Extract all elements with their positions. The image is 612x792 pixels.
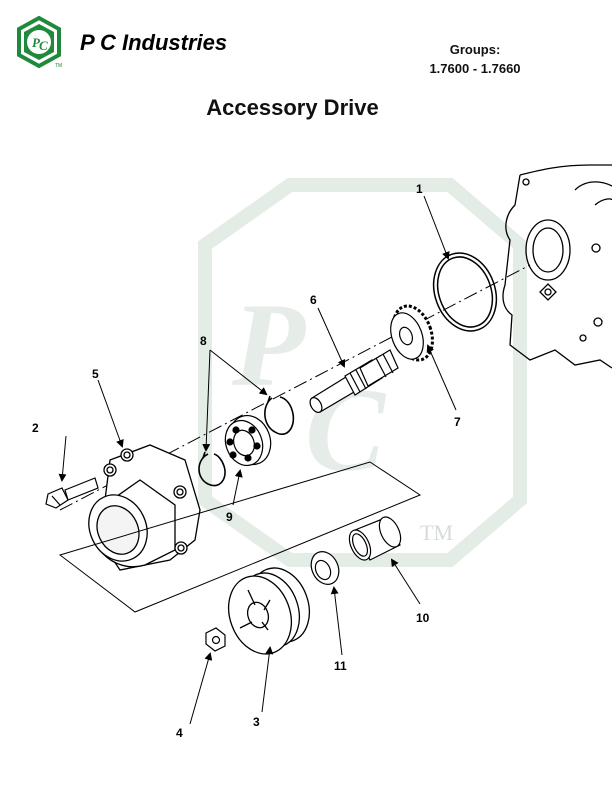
svg-text:TM: TM	[55, 63, 62, 68]
drive-housing	[88, 444, 201, 571]
page-title: Accessory Drive	[206, 95, 379, 120]
ball-bearing	[224, 414, 272, 467]
callout-2: 2	[32, 421, 39, 435]
leader-lines	[58, 195, 457, 725]
svg-text:P: P	[231, 278, 307, 411]
sleeve-bushing	[348, 516, 402, 561]
callout-11: 11	[334, 659, 347, 673]
subassembly-bracket	[58, 461, 422, 613]
callout-6: 6	[310, 293, 317, 307]
callout-7: 7	[454, 415, 461, 429]
drive-pulley	[228, 567, 310, 655]
callout-3: 3	[253, 715, 260, 729]
callout-8: 8	[200, 334, 207, 348]
callout-1: 1	[416, 182, 423, 196]
groups-info: Groups: 1.7600 - 1.7660	[400, 40, 550, 78]
pc-industries-logo: P C TM	[17, 16, 62, 68]
engine-housing	[502, 164, 612, 369]
groups-label: Groups:	[449, 42, 501, 57]
callout-10: 10	[416, 611, 430, 625]
svg-text:P: P	[32, 35, 41, 50]
drive-shaft	[309, 349, 399, 413]
o-ring-gasket	[432, 252, 498, 332]
callout-4: 4	[176, 726, 183, 740]
svg-text:C: C	[39, 38, 48, 53]
callout-labels: 1 2 3 4 5 6 7 8 9 10 11	[32, 182, 461, 740]
groups-range: 1.7600 - 1.7660	[429, 61, 521, 76]
svg-text:TM: TM	[420, 520, 453, 545]
spacer-washer	[310, 551, 340, 585]
callout-9: 9	[226, 510, 233, 524]
brand-name: P C Industries	[80, 30, 228, 55]
snap-rings	[198, 395, 295, 487]
drive-gear	[390, 304, 434, 362]
callout-5: 5	[92, 367, 99, 381]
hex-nut	[205, 627, 226, 652]
center-axis	[59, 264, 531, 511]
hex-bolt	[45, 477, 99, 509]
